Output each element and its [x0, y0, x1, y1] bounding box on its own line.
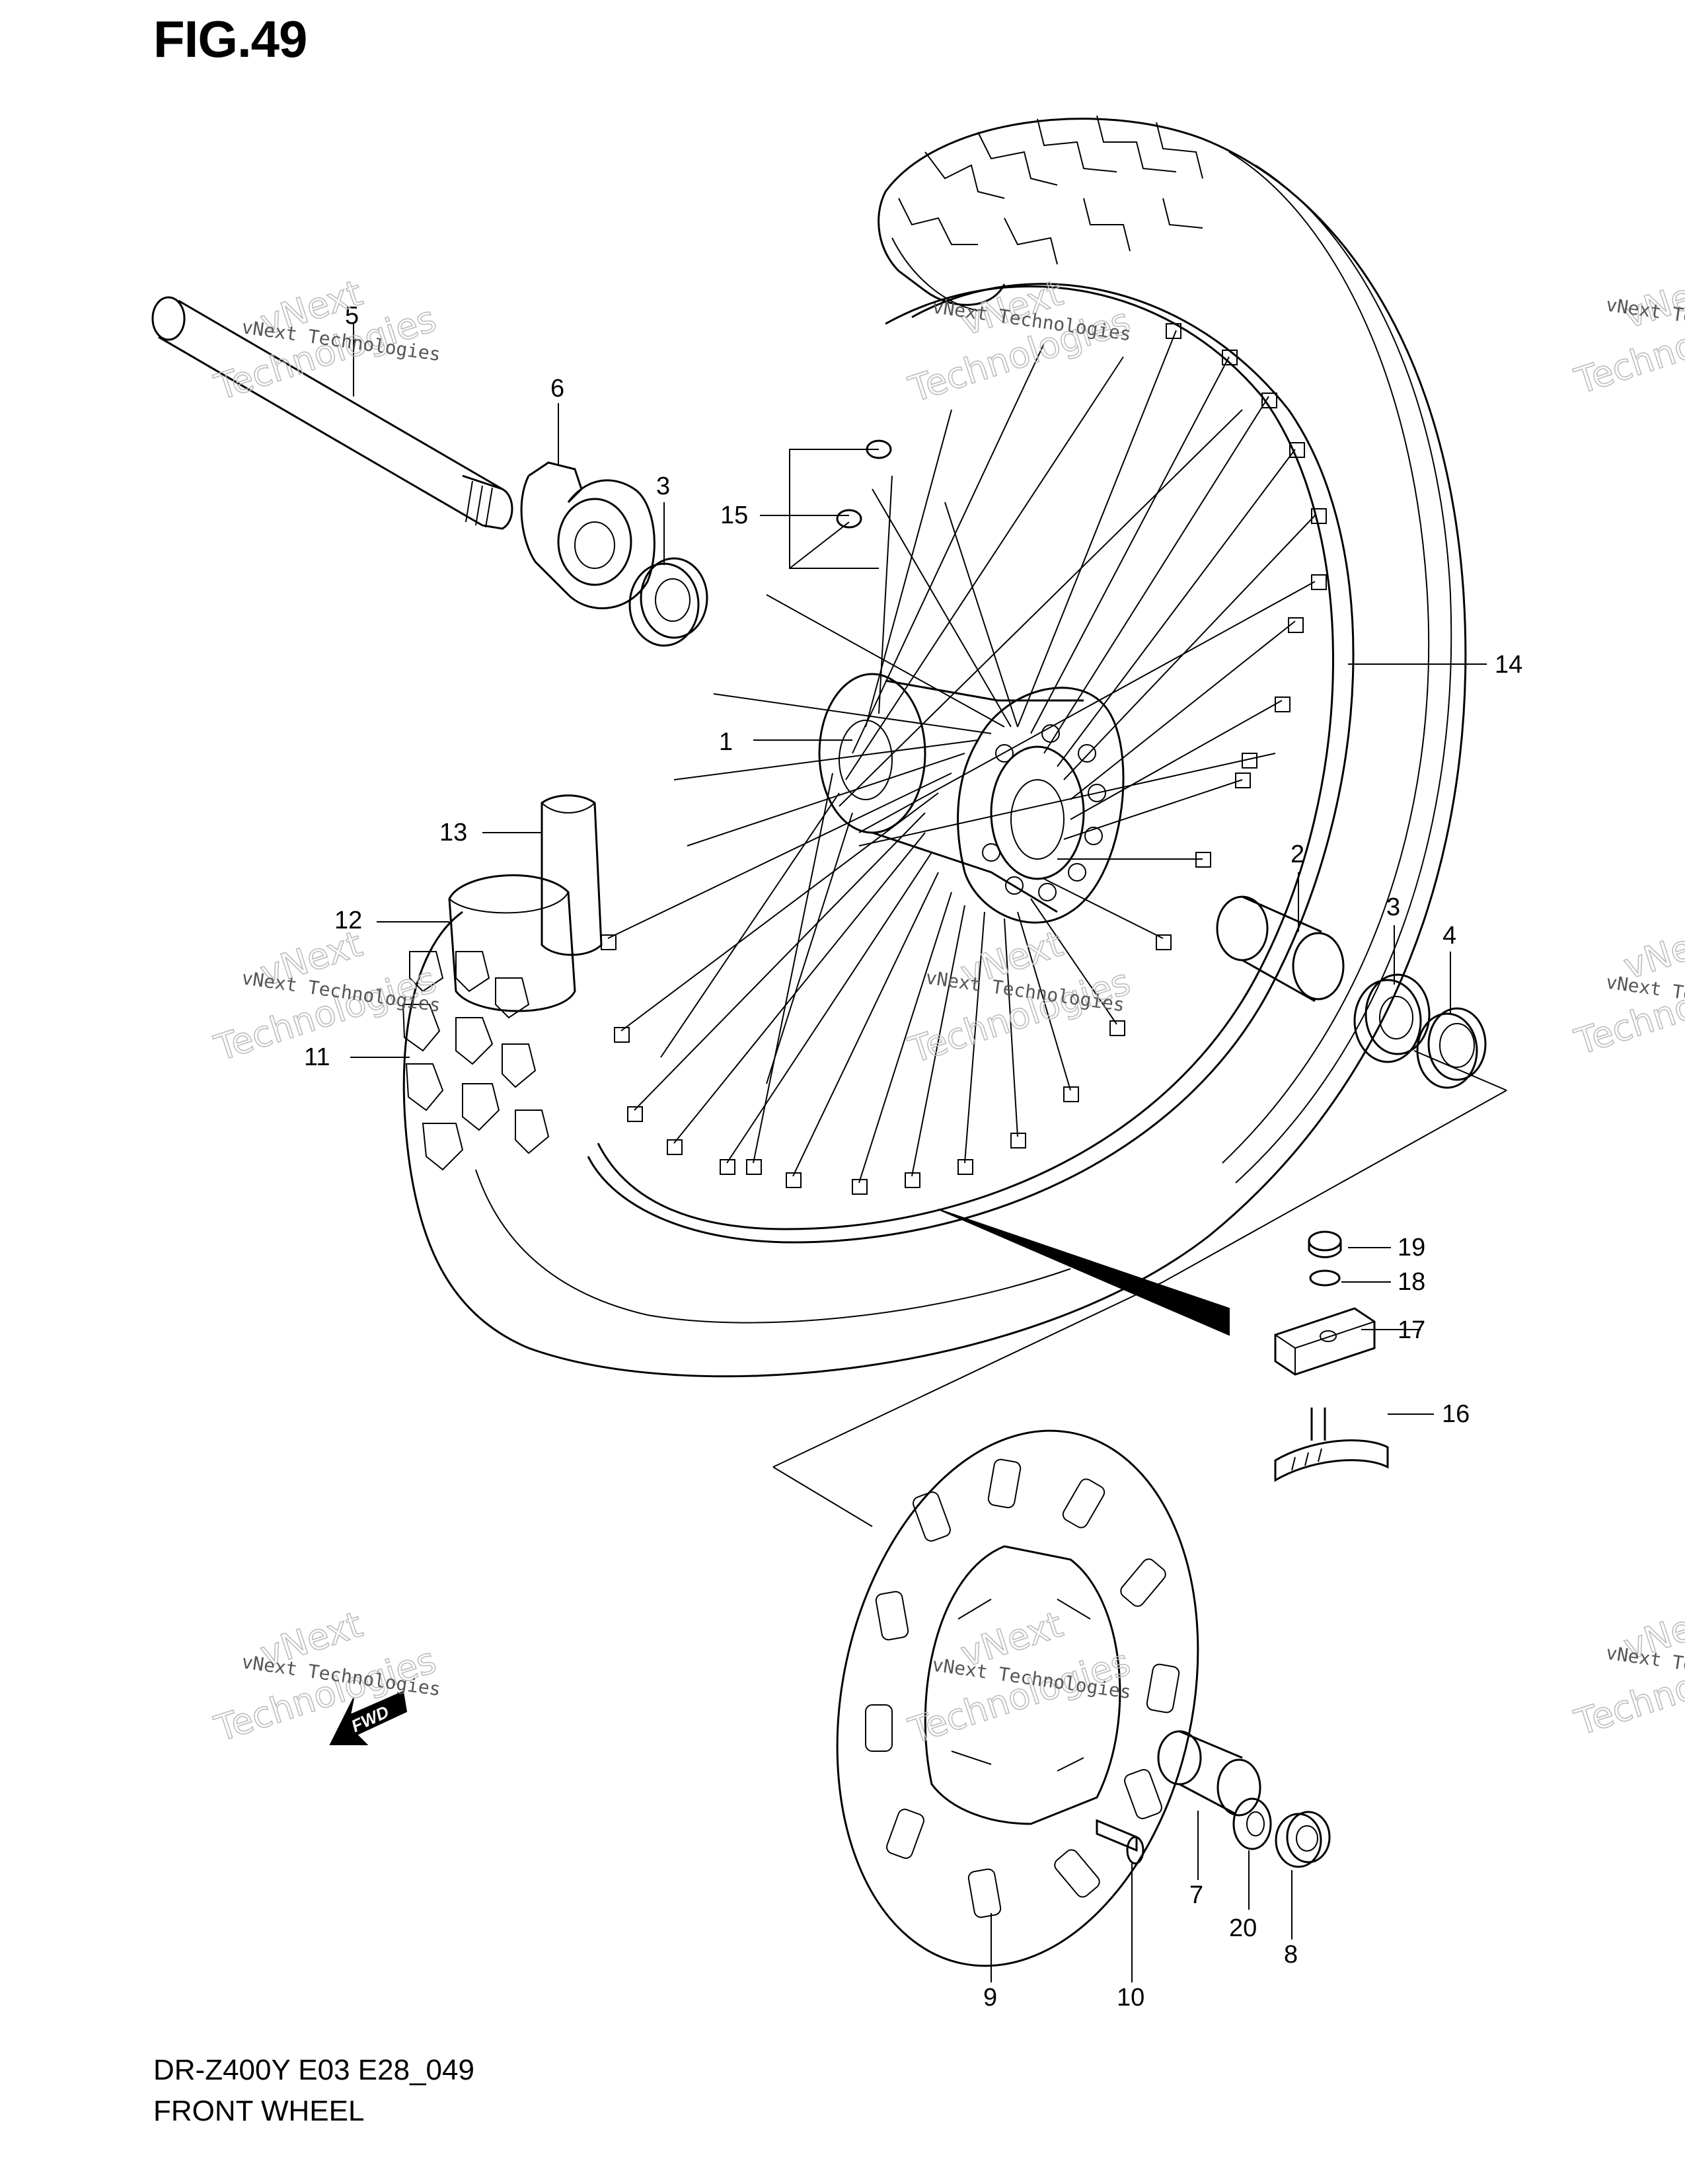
callout-2: 2: [1291, 841, 1304, 868]
part-speedometer-gearbox: [520, 461, 655, 609]
watermark: vNext Technologies vNext Technologies: [903, 923, 1136, 1072]
callout-20: 20: [1229, 1914, 1257, 1942]
callout-17: 17: [1398, 1316, 1425, 1344]
part-oil-seal: [1416, 1007, 1487, 1089]
figure-name: FRONT WHEEL: [153, 2095, 365, 2127]
callout-13: 13: [439, 819, 467, 847]
watermark: vNext Technologies vNext Technologies: [1569, 1596, 1685, 1745]
callout-1: 1: [719, 728, 733, 756]
callout-18: 18: [1398, 1268, 1425, 1296]
part-rim-lock-assembly: [1274, 1230, 1389, 1482]
watermark: vNext Technologies vNext Technologies: [209, 1603, 442, 1751]
part-balance-weights: [836, 439, 892, 529]
callout-14: 14: [1495, 651, 1522, 679]
callout-3-left: 3: [656, 472, 670, 500]
part-disc-bolt: [1096, 1819, 1144, 1865]
part-washer: [1232, 1797, 1272, 1850]
callout-3-right: 3: [1386, 893, 1400, 921]
callout-6: 6: [550, 375, 564, 402]
figure-title: FIG.49: [153, 10, 307, 68]
callout-10: 10: [1117, 1984, 1144, 2012]
leader-lines: [350, 324, 1487, 1982]
part-spacer-2: [1216, 895, 1345, 1002]
callout-19: 19: [1398, 1234, 1425, 1261]
spoke-nipples: [601, 323, 1327, 1195]
watermark: vNext Technologies vNext Technologies: [1569, 264, 1685, 403]
model-code: DR-Z400Y E03 E28_049: [153, 2054, 474, 2086]
watermark: vNext Technologies vNext Technologies: [1569, 915, 1685, 1064]
callout-15: 15: [720, 502, 748, 529]
part-rim-band: [448, 874, 576, 1012]
assembly-guide-lines: [772, 449, 1507, 1527]
part-bearing-right: [1353, 973, 1431, 1063]
callout-12: 12: [334, 907, 362, 934]
part-spacer-7: [1157, 1730, 1261, 1817]
callout-16: 16: [1442, 1400, 1470, 1428]
part-collar-13: [541, 794, 603, 956]
callout-numbers: 1 2 3 3 4 5 6 7 8 9 10 11 12 13 14 15 16…: [304, 302, 1522, 2012]
hub: [818, 673, 1125, 924]
part-bearing-left: [628, 557, 708, 647]
part-axle: [151, 296, 513, 530]
callout-7: 7: [1189, 1881, 1203, 1909]
watermark: vNext Technologies vNext Technologies: [903, 1603, 1136, 1752]
callout-4: 4: [1442, 922, 1456, 950]
callout-8: 8: [1284, 1941, 1298, 1969]
spokes: [607, 330, 1316, 1184]
callout-9: 9: [983, 1984, 997, 2012]
tire: [402, 115, 1467, 1378]
callout-11: 11: [304, 1043, 330, 1071]
part-axle-nut: [1275, 1811, 1331, 1868]
callout-5: 5: [345, 302, 359, 330]
